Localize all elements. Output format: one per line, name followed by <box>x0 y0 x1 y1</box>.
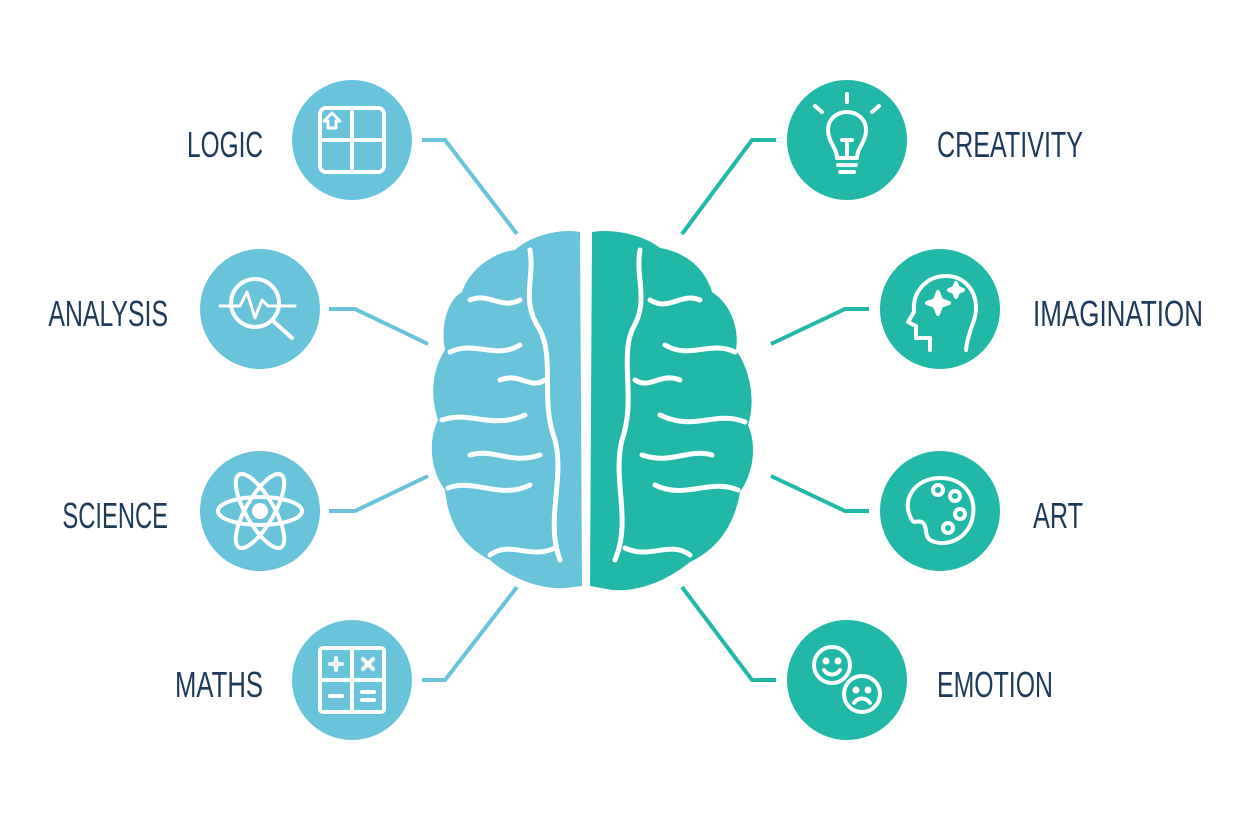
brain-right-hemisphere <box>590 230 754 591</box>
connector-emotion <box>680 585 776 682</box>
connector-logic <box>422 138 519 236</box>
label-maths: MATHS <box>175 664 263 705</box>
art-circle <box>880 451 1000 571</box>
connector-analysis <box>329 307 429 346</box>
item-imagination: IMAGINATION <box>880 249 1203 369</box>
brain-left-hemisphere <box>431 230 582 589</box>
label-imagination: IMAGINATION <box>1033 293 1203 334</box>
head-sparkle-icon <box>906 274 978 352</box>
lightbulb-icon <box>813 92 881 174</box>
calculator-icon <box>318 646 386 714</box>
connector-creativity <box>680 138 776 236</box>
right-connectors <box>680 138 869 682</box>
label-science: SCIENCE <box>62 496 168 536</box>
palette-icon <box>905 476 976 546</box>
item-emotion: EMOTION <box>787 620 1053 740</box>
connector-imagination <box>770 307 869 346</box>
faces-icon <box>812 645 882 714</box>
atom-icon <box>216 471 304 551</box>
label-art: ART <box>1033 495 1083 536</box>
connector-science <box>329 474 429 513</box>
left-connectors <box>329 138 519 682</box>
puzzle-icon <box>318 106 386 174</box>
label-logic: LOGIC <box>187 124 263 165</box>
item-maths: MATHS <box>175 620 412 740</box>
connector-maths <box>422 585 519 682</box>
connector-art <box>770 474 869 513</box>
item-logic: LOGIC <box>187 80 412 200</box>
magnifier-graph-icon <box>218 277 297 340</box>
item-art: ART <box>880 451 1083 571</box>
item-creativity: CREATIVITY <box>787 80 1083 200</box>
item-science: SCIENCE <box>62 451 320 571</box>
label-emotion: EMOTION <box>937 664 1053 705</box>
label-analysis: ANALYSIS <box>48 293 168 334</box>
emotion-circle <box>787 620 907 740</box>
item-analysis: ANALYSIS <box>48 249 320 369</box>
label-creativity: CREATIVITY <box>937 124 1083 165</box>
